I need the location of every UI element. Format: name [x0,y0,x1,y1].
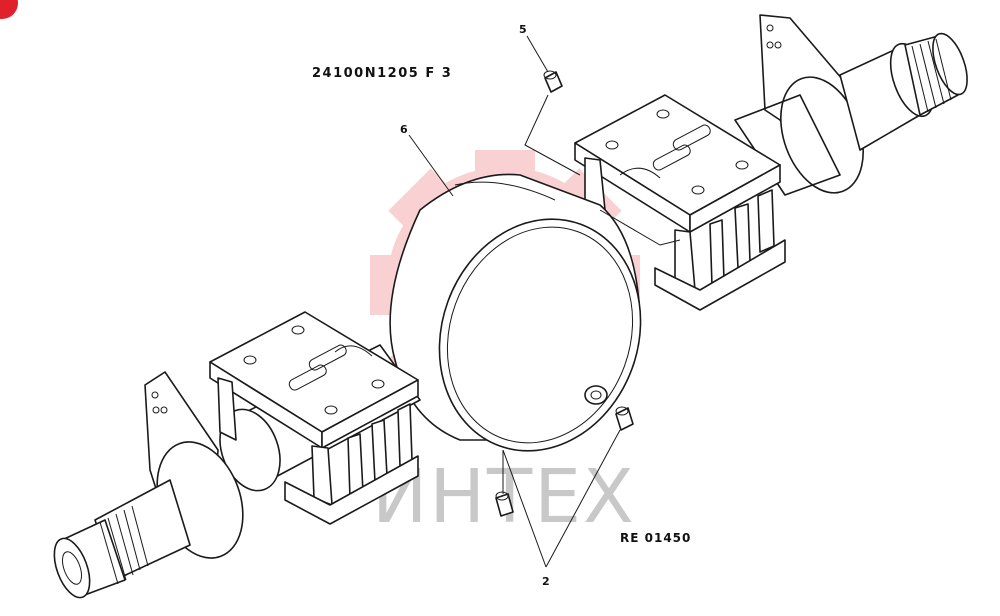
plug-part-5 [543,70,563,93]
differential-housing [389,173,681,452]
drawing-reference-code: RE 01450 [620,531,691,545]
callout-2: 2 [542,575,550,588]
callout-6: 6 [400,123,408,136]
drawing-part-code: 24100N1205 F 3 [312,66,452,81]
right-spring-seat [574,94,786,311]
callout-5: 5 [519,23,527,36]
plug-part-2-left [495,491,514,517]
plug-part-2-right [615,406,634,431]
left-hub [53,371,244,599]
left-spring-seat [209,311,419,525]
leader-lines [408,35,621,568]
corner-badge [0,0,18,19]
right-hub [734,14,968,196]
